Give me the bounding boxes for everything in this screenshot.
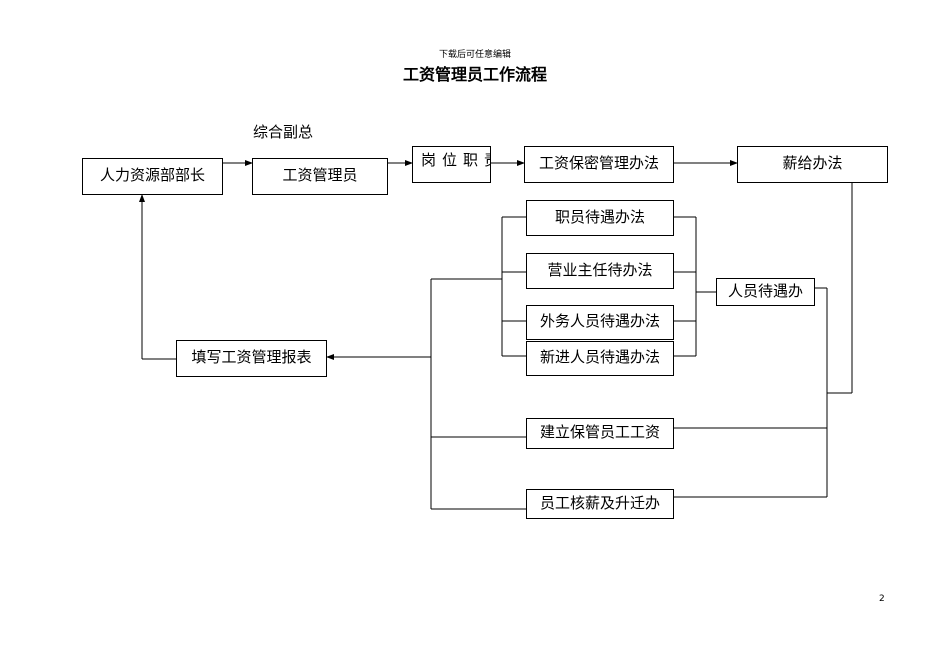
download-note: 下载后可任意编辑 — [438, 50, 511, 60]
box-business-director: 营业主任待办法 — [526, 253, 674, 289]
box-job-duties: 岗位职责 — [412, 146, 491, 183]
box-personnel-treatment: 人员待遇办 — [716, 278, 815, 306]
box-assessment: 员工核薪及升迁办 — [526, 489, 674, 519]
page-title: 工资管理员工作流程 — [402, 65, 547, 84]
approver-label: 综合副总 — [253, 123, 314, 141]
box-staff-treatment: 职员待遇办法 — [526, 200, 674, 236]
box-fill-report: 填写工资管理报表 — [176, 340, 327, 377]
box-field-staff: 外务人员待遇办法 — [526, 305, 674, 340]
box-new-staff: 新进人员待遇办法 — [526, 341, 674, 376]
box-confidentiality: 工资保密管理办法 — [524, 146, 674, 183]
page-number: 2 — [879, 594, 885, 604]
box-salary-admin: 工资管理员 — [252, 158, 388, 195]
box-minister: 人力资源部部长 — [82, 158, 223, 195]
box-salary-records: 建立保管员工工资 — [526, 418, 674, 449]
box-salary-method: 薪给办法 — [737, 146, 888, 183]
